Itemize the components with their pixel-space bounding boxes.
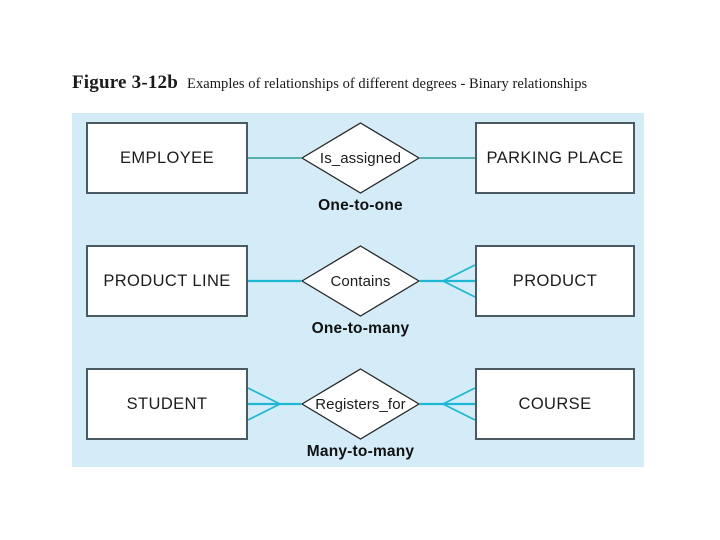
figure-caption-text: Examples of relationships of different d… <box>187 76 588 92</box>
entity-label: STUDENT <box>126 394 208 413</box>
connector-layer <box>247 387 476 421</box>
entity-box-parking-place[interactable]: PARKING PLACE <box>475 122 635 194</box>
relationship-diamond-registers-for[interactable]: Registers_for <box>301 368 420 440</box>
connector-layer <box>248 157 475 159</box>
figure-number: Figure 3-12b <box>72 72 179 93</box>
entity-box-product[interactable]: PRODUCT <box>475 245 635 317</box>
crowfoot-right <box>442 387 476 421</box>
entity-label: PRODUCT <box>512 271 598 290</box>
relationship-label: Is_assigned <box>319 149 402 167</box>
connector-layer <box>248 264 476 298</box>
cardinality-label-one-to-one: One-to-one <box>318 197 403 214</box>
diamond-shape <box>301 368 420 440</box>
entity-label: PRODUCT LINE <box>103 271 231 290</box>
er-diagram-panel: EMPLOYEE Is_assigned PARKING PLACE One-t… <box>72 113 644 467</box>
entity-box-product-line[interactable]: PRODUCT LINE <box>86 245 248 317</box>
relationship-row-one-to-one: EMPLOYEE Is_assigned PARKING PLACE One-t… <box>72 115 644 225</box>
entity-box-employee[interactable]: EMPLOYEE <box>86 122 248 194</box>
relationship-label: Registers_for <box>315 395 406 413</box>
crowfoot-left <box>247 387 281 421</box>
crowfoot-right <box>442 264 476 298</box>
entity-box-student[interactable]: STUDENT <box>86 368 248 440</box>
relationship-label: Contains <box>330 272 391 290</box>
relationship-row-one-to-many: PRODUCT LINE Contains PRODUCT One-to-man… <box>72 238 644 348</box>
entity-label: EMPLOYEE <box>120 148 214 167</box>
entity-label: PARKING PLACE <box>486 148 624 167</box>
diamond-shape <box>301 122 420 194</box>
diamond-shape <box>301 245 420 317</box>
relationship-diamond-is-assigned[interactable]: Is_assigned <box>301 122 420 194</box>
cardinality-label-one-to-many: One-to-many <box>311 320 410 337</box>
figure-caption: Figure 3-12b Examples of relationships o… <box>72 72 652 102</box>
cardinality-label-many-to-many: Many-to-many <box>306 443 415 460</box>
relationship-diamond-contains[interactable]: Contains <box>301 245 420 317</box>
entity-label: COURSE <box>518 394 592 413</box>
relationship-row-many-to-many: STUDENT Registers_for COURSE Many-to-man… <box>72 361 644 471</box>
entity-box-course[interactable]: COURSE <box>475 368 635 440</box>
